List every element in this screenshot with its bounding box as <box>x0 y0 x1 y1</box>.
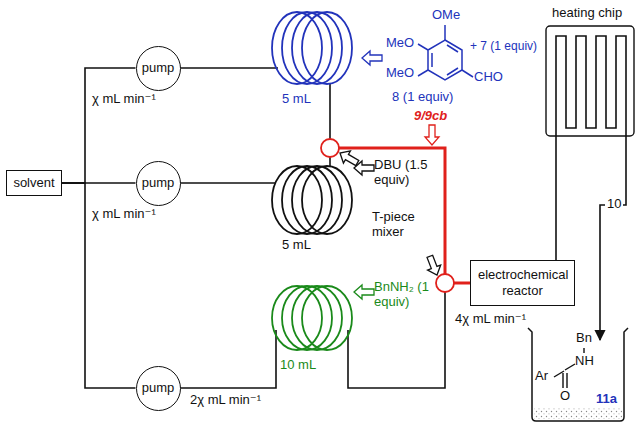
node-label: pump <box>142 380 175 396</box>
atom-label: O <box>560 389 570 404</box>
substituent-label: CHO <box>474 70 503 85</box>
reagent-label: DBU (1.5 equiv) <box>374 158 440 188</box>
chip-channel <box>556 36 626 128</box>
node-text-group: electrochemical reactor <box>478 267 567 298</box>
volume-label: 10 mL <box>280 358 316 373</box>
beaker <box>528 328 628 421</box>
flow-rate-label: χ mL min⁻¹ <box>92 92 156 107</box>
node-text-group: pump <box>142 175 175 191</box>
pump-circle: pump <box>136 161 181 206</box>
atom-label: Bn <box>576 331 592 346</box>
device-label: heating chip <box>552 6 622 21</box>
hollow-arrow <box>362 51 382 65</box>
coil-black <box>272 166 352 234</box>
node-label: pump <box>142 175 175 191</box>
substituent-label: OMe <box>432 8 460 23</box>
beaker-precipitate <box>534 408 622 419</box>
heating-chip <box>546 26 634 136</box>
flow-rate-label: χ mL min⁻¹ <box>92 207 156 222</box>
atom-label: NH <box>575 354 594 369</box>
t-piece-mixer <box>321 139 339 157</box>
solvent-box: solvent <box>6 170 62 196</box>
flow-rate-label: 2χ mL min⁻¹ <box>190 393 261 408</box>
hollow-arrow <box>337 147 361 169</box>
node-label: electrochemical reactor <box>478 267 567 298</box>
node-label: solvent <box>13 175 54 191</box>
substituent-label: MeO <box>386 66 414 81</box>
reagent-label: BnNH₂ (1 equiv) <box>374 280 440 310</box>
hollow-arrow <box>354 285 374 299</box>
node-text-group: pump <box>142 60 175 76</box>
tubing-connector <box>62 68 136 183</box>
pump-circle: pump <box>136 366 181 411</box>
volume-label: 5 mL <box>282 92 311 107</box>
node-text-group: pump <box>142 380 175 396</box>
reactor-box: electrochemical reactor <box>470 260 575 306</box>
node-text-group: solvent <box>13 175 54 191</box>
reagent-label: 8 (1 equiv) <box>392 90 453 105</box>
node-label: pump <box>142 60 175 76</box>
compound-number: 10 <box>605 197 623 212</box>
substituent-label: MeO <box>386 36 414 51</box>
aldehyde-structure <box>418 25 473 80</box>
reagent-label: + 7 (1 equiv) <box>470 40 537 54</box>
hollow-arrow <box>425 125 439 145</box>
coil-blue <box>272 12 352 84</box>
pump-circle: pump <box>136 46 181 91</box>
combined-stream <box>339 148 445 274</box>
hollow-arrow <box>423 254 443 278</box>
volume-label: 5 mL <box>282 238 311 253</box>
stream-label: 9/9cb <box>414 109 447 124</box>
atom-label: Ar <box>535 369 548 384</box>
flow-rate-label: 4χ mL min⁻¹ <box>455 312 526 327</box>
compound-number: 11a <box>596 392 617 407</box>
t-piece-mixer <box>436 274 454 292</box>
mixer-label: T-piece mixer <box>372 210 428 240</box>
coil-green <box>272 286 352 350</box>
